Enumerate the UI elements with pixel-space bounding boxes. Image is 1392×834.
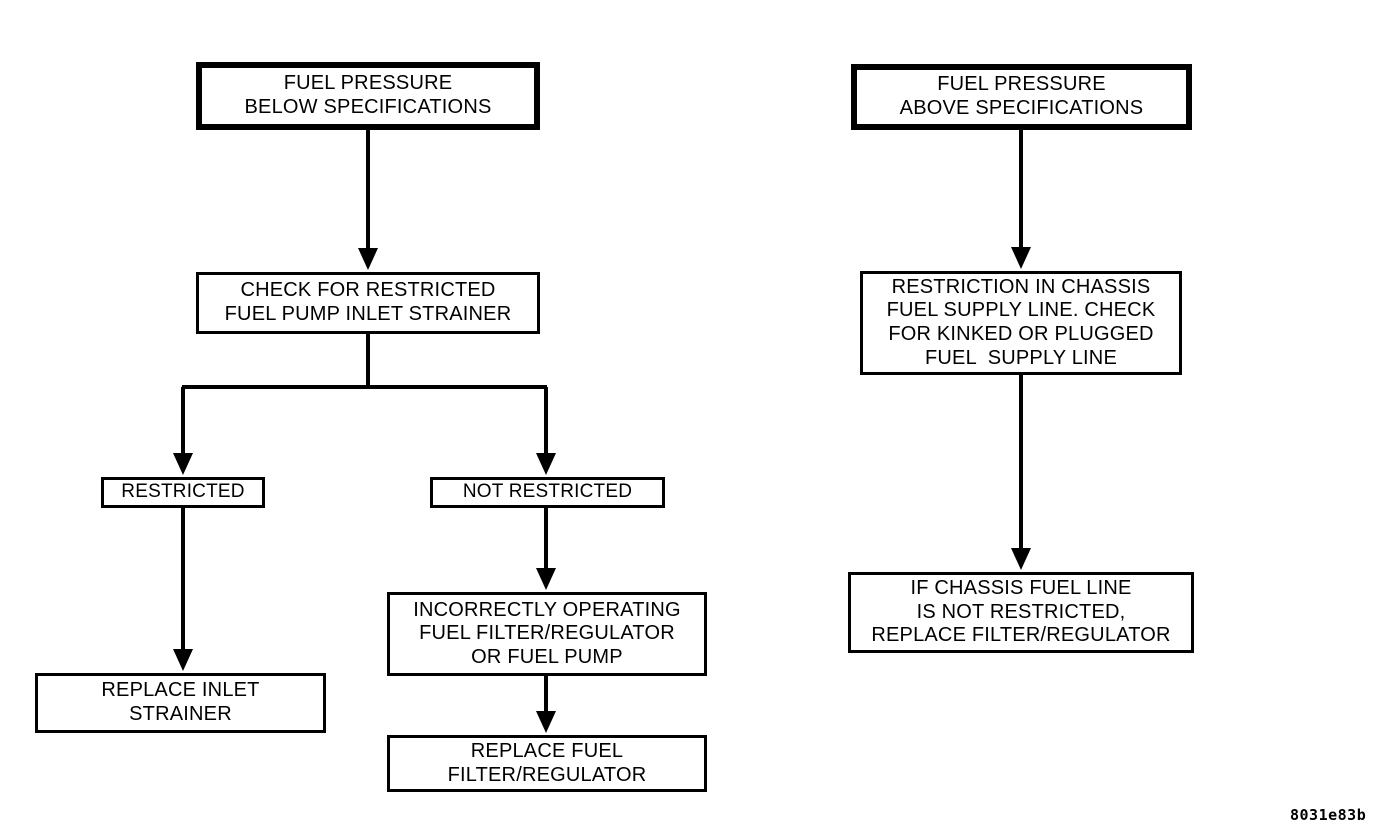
node-label-line: STRAINER bbox=[129, 703, 232, 725]
node-label-line: FUEL PUMP INLET STRAINER bbox=[224, 303, 512, 325]
arrowhead-incorrectly-to-replace-filter bbox=[536, 711, 556, 733]
node-label-line: INCORRECTLY OPERATING bbox=[413, 598, 681, 621]
arrowhead-restriction-to-if-chassis bbox=[1011, 548, 1031, 570]
node-restricted: RESTRICTED bbox=[101, 477, 265, 508]
node-label-line: REPLACE FILTER/REGULATOR bbox=[871, 624, 1171, 647]
node-label-line: FUEL PRESSURE bbox=[937, 73, 1106, 96]
node-label-line: FUEL SUPPLY LINE bbox=[925, 346, 1117, 369]
arrowhead-not-restricted-to-incorrectly bbox=[536, 568, 556, 590]
node-label-line: REPLACE INLET bbox=[101, 679, 260, 702]
node-label-line: RESTRICTED bbox=[121, 481, 245, 503]
node-label-line: FUEL FILTER/REGULATOR bbox=[419, 622, 675, 645]
node-label-line: FUEL SUPPLY LINE. CHECK bbox=[886, 299, 1156, 322]
node-label-line: NOT RESTRICTED bbox=[462, 481, 633, 503]
arrowhead-above-to-restriction bbox=[1011, 247, 1031, 269]
arrowhead-restricted-to-replace-strainer bbox=[173, 649, 193, 671]
node-label-line: FUEL PRESSURE bbox=[283, 72, 453, 95]
arrowhead-split-to-not-restricted bbox=[536, 453, 556, 475]
node-label-line: OR FUEL PUMP bbox=[471, 645, 623, 668]
arrowhead-below-to-check bbox=[358, 248, 378, 270]
node-label-line: IF CHASSIS FUEL LINE bbox=[910, 577, 1132, 600]
arrowhead-split-to-restricted bbox=[173, 453, 193, 475]
node-label-line: FOR KINKED OR PLUGGED bbox=[888, 323, 1154, 345]
node-label-line: IS NOT RESTRICTED, bbox=[916, 600, 1126, 623]
node-label-line: FILTER/REGULATOR bbox=[447, 763, 647, 786]
node-label-line: RESTRICTION IN CHASSIS bbox=[891, 275, 1151, 298]
node-label-line: ABOVE SPECIFICATIONS bbox=[899, 97, 1144, 119]
node-label-line: REPLACE FUEL bbox=[470, 739, 624, 762]
node-label-line: BELOW SPECIFICATIONS bbox=[244, 96, 492, 118]
node-not-restricted: NOT RESTRICTED bbox=[430, 477, 665, 508]
figure-caption: 8031e83b bbox=[1290, 806, 1367, 824]
node-label-line: CHECK FOR RESTRICTED bbox=[240, 279, 496, 302]
